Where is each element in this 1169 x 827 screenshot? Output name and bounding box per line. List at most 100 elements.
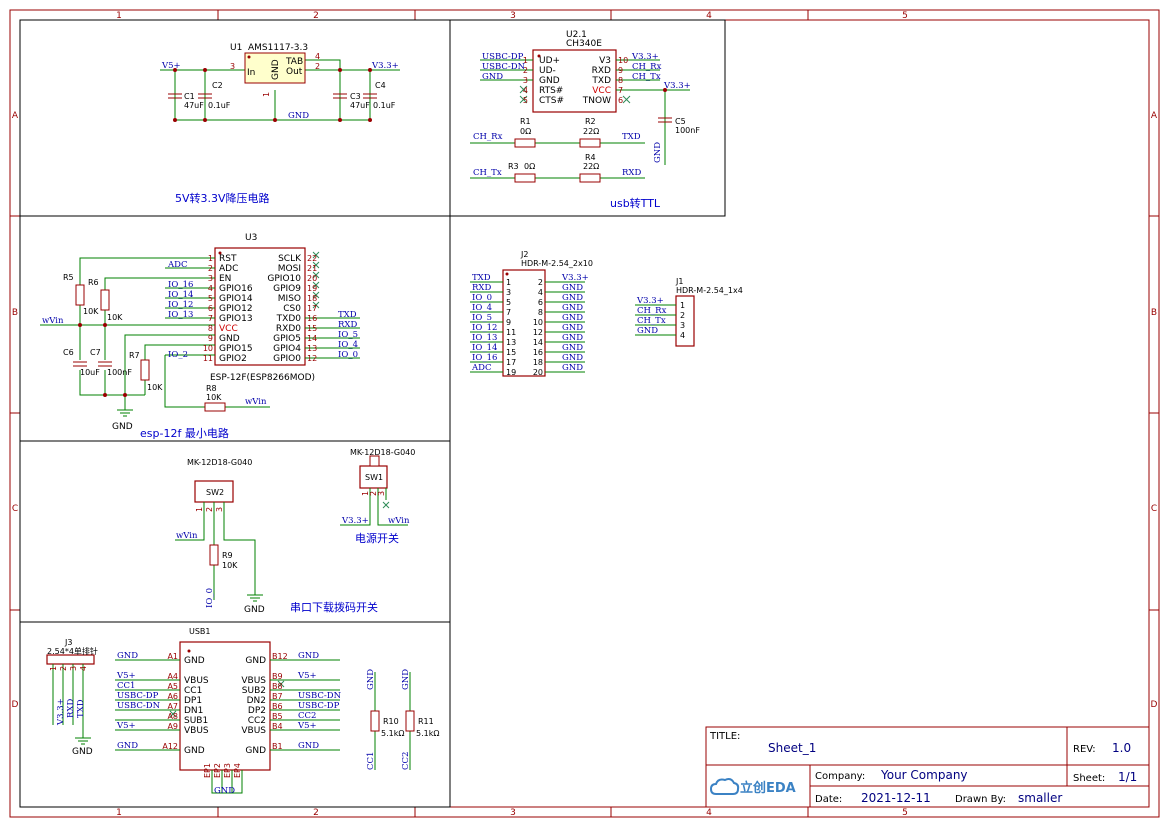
sw2-gnd-label: GND: [244, 605, 265, 615]
u2-pin-name: UD-: [539, 66, 556, 76]
u3-pin-number: 20: [307, 274, 317, 283]
section-title-power-switch: 电源开关: [355, 531, 399, 545]
u3-pin-number: 4: [208, 284, 213, 293]
drawn-value: smaller: [1018, 791, 1062, 805]
u3-pin-name: GPIO5: [273, 334, 301, 344]
usb1-pin-name: DP1: [184, 696, 202, 706]
header-j2: [502, 269, 546, 377]
r8-ref: R8: [206, 384, 217, 393]
col-label: 1: [116, 11, 122, 21]
j2-pin-number: 5: [506, 298, 511, 307]
j2-net-label: IO_5: [472, 313, 492, 323]
lceda-logo-icon: [709, 778, 740, 795]
u2-pin-number: 5: [523, 96, 528, 105]
r2-value: 22Ω: [583, 127, 599, 136]
net-sw1-v33: V3.3+: [341, 516, 369, 526]
j2-net-label: ADC: [471, 363, 491, 373]
j2-pin-number: 11: [506, 328, 516, 337]
net-u2-vcc: V3.3+: [663, 81, 691, 91]
j2-pin-number: 19: [506, 368, 516, 377]
sw1-circuit: [340, 455, 408, 526]
j1-part: HDR-M-2.54_1x4: [676, 286, 743, 295]
u3-pin-number: 10: [203, 344, 213, 353]
row-label: A: [1151, 111, 1158, 121]
j2-pin-number: 4: [538, 288, 543, 297]
j1-pin-number: 4: [680, 331, 685, 340]
j1-ref: J1: [675, 277, 683, 286]
j2-net-label: IO_16: [472, 353, 497, 363]
u3-body: [214, 247, 306, 366]
net-cc-gnd1: GND: [366, 669, 376, 690]
j3-pin-3: 3: [69, 666, 78, 671]
j1-net-label: V3.3+: [636, 296, 664, 306]
net-ch-tx: CH_Tx: [473, 168, 502, 178]
j1-net-label: GND: [637, 326, 658, 336]
u3-pin-name: MOSI: [278, 264, 301, 274]
usb1-pin-name: CC2: [248, 716, 266, 726]
j3-pin-2: 2: [59, 666, 68, 671]
usb1-ep1: EP1: [203, 763, 212, 778]
c3-ref: C3: [350, 92, 361, 101]
usb1-pin-number: A7: [167, 702, 178, 711]
j2-pin-number: 17: [506, 358, 516, 367]
j2-net-label: GND: [562, 333, 583, 343]
col-label: 4: [706, 808, 712, 818]
usb1-pin-name: CC1: [184, 686, 202, 696]
r9-ref: R9: [222, 551, 233, 560]
sheet-value: 1/1: [1118, 770, 1137, 784]
c2-value: 0.1uF: [208, 101, 231, 110]
j2-net-label: IO_14: [472, 343, 497, 353]
sw2-pin-1: 1: [195, 507, 204, 512]
net-wvin-r8: wVin: [245, 397, 267, 407]
c7-ref: C7: [90, 348, 101, 357]
u2-pin-name: TXD: [591, 76, 611, 86]
j2-pin-number: 7: [506, 308, 511, 317]
usb1-pin-number: A12: [162, 742, 178, 751]
section-title-serial-switch: 串口下载拨码开关: [290, 600, 378, 614]
usb1-net-label: USBC-DN: [298, 691, 342, 701]
c3-value: 47uF: [350, 101, 370, 110]
logo-text: 立创EDA: [740, 780, 796, 796]
row-label: A: [12, 111, 19, 121]
title-block: [705, 726, 1150, 808]
j2-pin-number: 12: [533, 328, 543, 337]
u1-pin-out: Out: [286, 67, 303, 77]
usb1-pin-name: SUB2: [242, 686, 266, 696]
usb1-pin-name: VBUS: [241, 676, 266, 686]
usb1-net-label: USBC-DP: [298, 701, 340, 711]
usb1-pin-name: GND: [245, 746, 266, 756]
row-label: D: [1151, 700, 1158, 710]
r1-body: [514, 138, 536, 148]
c4-value: 0.1uF: [373, 101, 396, 110]
net-gnd: GND: [288, 111, 309, 121]
u2-pin-name: TNOW: [582, 96, 611, 106]
u2-net-label: GND: [482, 72, 503, 82]
section-title-ldo: 5V转3.3V降压电路: [175, 191, 270, 205]
sw2-ref: SW2: [206, 488, 224, 497]
usb1-ep3: EP3: [223, 763, 232, 778]
u3-pin-name: CS0: [283, 304, 301, 314]
u1-pin-in: In: [247, 68, 255, 78]
sw2-part: MK-12D18-G040: [187, 458, 252, 467]
c7-value: 100nF: [107, 368, 132, 377]
u3-net-label: RXD: [338, 320, 357, 330]
net-txd: TXD: [622, 132, 641, 142]
r11-value: 5.1kΩ: [416, 729, 439, 738]
section-boxes: [19, 19, 726, 808]
net-v5: V5+: [161, 61, 181, 71]
j2-net-label: GND: [562, 323, 583, 333]
j1-body: [675, 295, 695, 347]
u3-pin-number: 7: [208, 314, 213, 323]
j2-pin-number: 9: [506, 318, 511, 327]
u3-pin-number: 17: [307, 304, 317, 313]
usb1-pin-name: VBUS: [241, 726, 266, 736]
usb1-pin-name: SUB1: [184, 716, 208, 726]
j3-ref: J3: [64, 638, 72, 647]
u2-pin-number: 10: [618, 56, 628, 65]
usb1-pin-name: GND: [184, 746, 205, 756]
col-label: 2: [313, 808, 319, 818]
ldo-circuit: [160, 52, 400, 122]
u3-pin-name: RXD0: [276, 324, 301, 334]
rev-value: 1.0: [1112, 741, 1131, 755]
u2-pin-name: CTS#: [539, 96, 564, 106]
